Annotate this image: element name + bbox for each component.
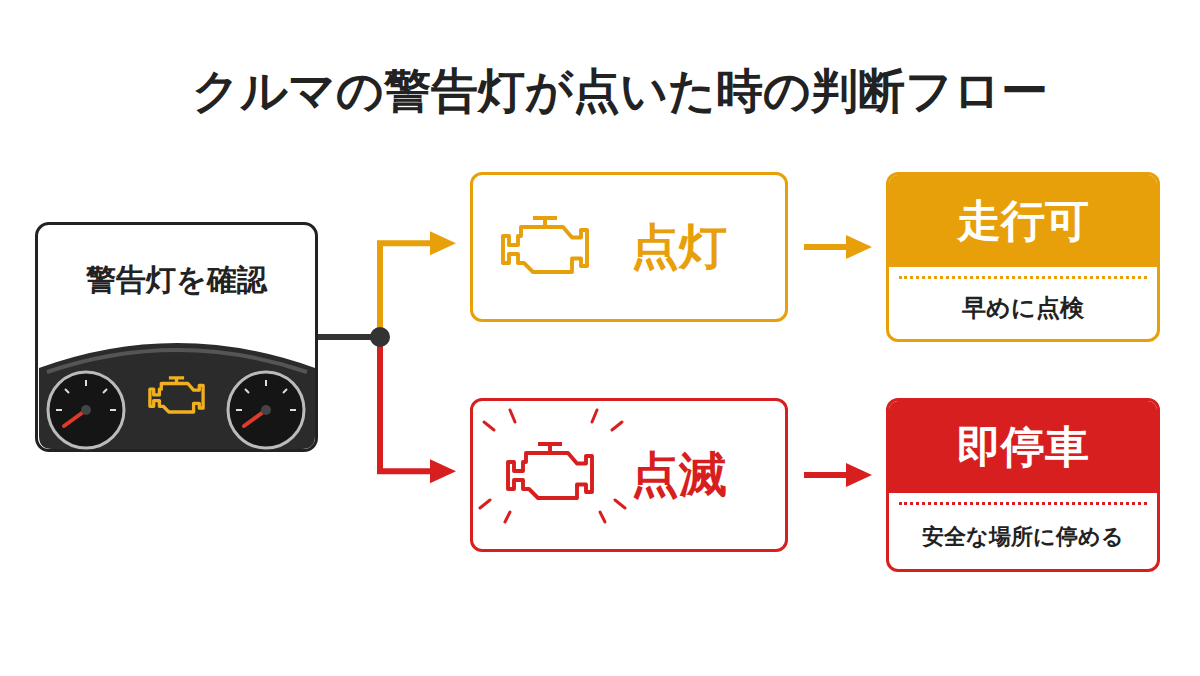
action-note: 早めに点検 xyxy=(962,295,1084,323)
node-label: 点灯 xyxy=(631,219,727,274)
gauge-tick xyxy=(85,380,87,386)
action-box: 即停車安全な場所に停める xyxy=(886,398,1160,572)
status-box: 点灯 xyxy=(470,172,788,322)
flash-ray xyxy=(484,422,494,430)
flash-ray xyxy=(592,410,597,422)
flow-connector xyxy=(318,337,432,471)
gauge-tick xyxy=(236,409,242,411)
engine-icon xyxy=(150,378,203,412)
gauge-hub xyxy=(261,405,271,415)
flash-ray xyxy=(615,500,625,508)
flash-rays xyxy=(480,410,625,522)
gauge-tick xyxy=(283,389,287,393)
gauge-tick xyxy=(245,389,249,393)
action-heading: 即停車 xyxy=(957,422,1089,473)
gauge-tick xyxy=(290,409,296,411)
engine-icon-flashing xyxy=(508,444,592,498)
gauge-ticks xyxy=(56,380,296,410)
flow-connector xyxy=(804,244,848,250)
gauge-tick xyxy=(65,389,69,393)
engine-icon-steady xyxy=(503,218,587,272)
node-label: 点滅 xyxy=(631,447,727,502)
action-box: 走行可早めに点検 xyxy=(886,172,1160,342)
dashboard-rim xyxy=(47,350,307,372)
junction-dot xyxy=(370,327,390,347)
diagram-title: クルマの警告灯が点いた時の判断フロー xyxy=(80,64,1160,118)
gauge-needle xyxy=(64,410,86,426)
gauge-tick xyxy=(265,380,267,386)
action-note: 安全な場所に停める xyxy=(922,524,1124,549)
action-body: 安全な場所に停める xyxy=(899,502,1147,569)
gauge-tick xyxy=(56,409,62,411)
gauge xyxy=(228,372,304,448)
status-box: 点滅 xyxy=(470,398,788,552)
flash-ray xyxy=(505,512,510,522)
node-label: 警告灯を確認 xyxy=(86,263,267,298)
check-box: 警告灯を確認 xyxy=(35,222,318,452)
action-heading: 走行可 xyxy=(957,196,1089,247)
flash-ray xyxy=(510,410,515,422)
engine-icon xyxy=(503,218,587,272)
action-header: 走行可 xyxy=(889,175,1157,267)
flash-ray xyxy=(480,500,490,508)
gauge xyxy=(48,372,124,448)
gauge-needle xyxy=(244,410,266,426)
flash-ray xyxy=(612,422,622,430)
engine-warning-icon xyxy=(150,378,203,412)
dashboard-illustration xyxy=(39,343,315,450)
action-body: 早めに点検 xyxy=(899,276,1147,339)
gauge-hub xyxy=(81,405,91,415)
flow-connector xyxy=(804,472,848,478)
trunk-line xyxy=(318,334,380,340)
flow-connector xyxy=(318,243,432,337)
action-header: 即停車 xyxy=(889,401,1157,493)
gauge-tick xyxy=(103,389,107,393)
flash-ray xyxy=(600,512,605,522)
engine-icon xyxy=(508,444,592,498)
gauge-tick xyxy=(110,409,116,411)
dashboard-panel xyxy=(39,343,315,450)
